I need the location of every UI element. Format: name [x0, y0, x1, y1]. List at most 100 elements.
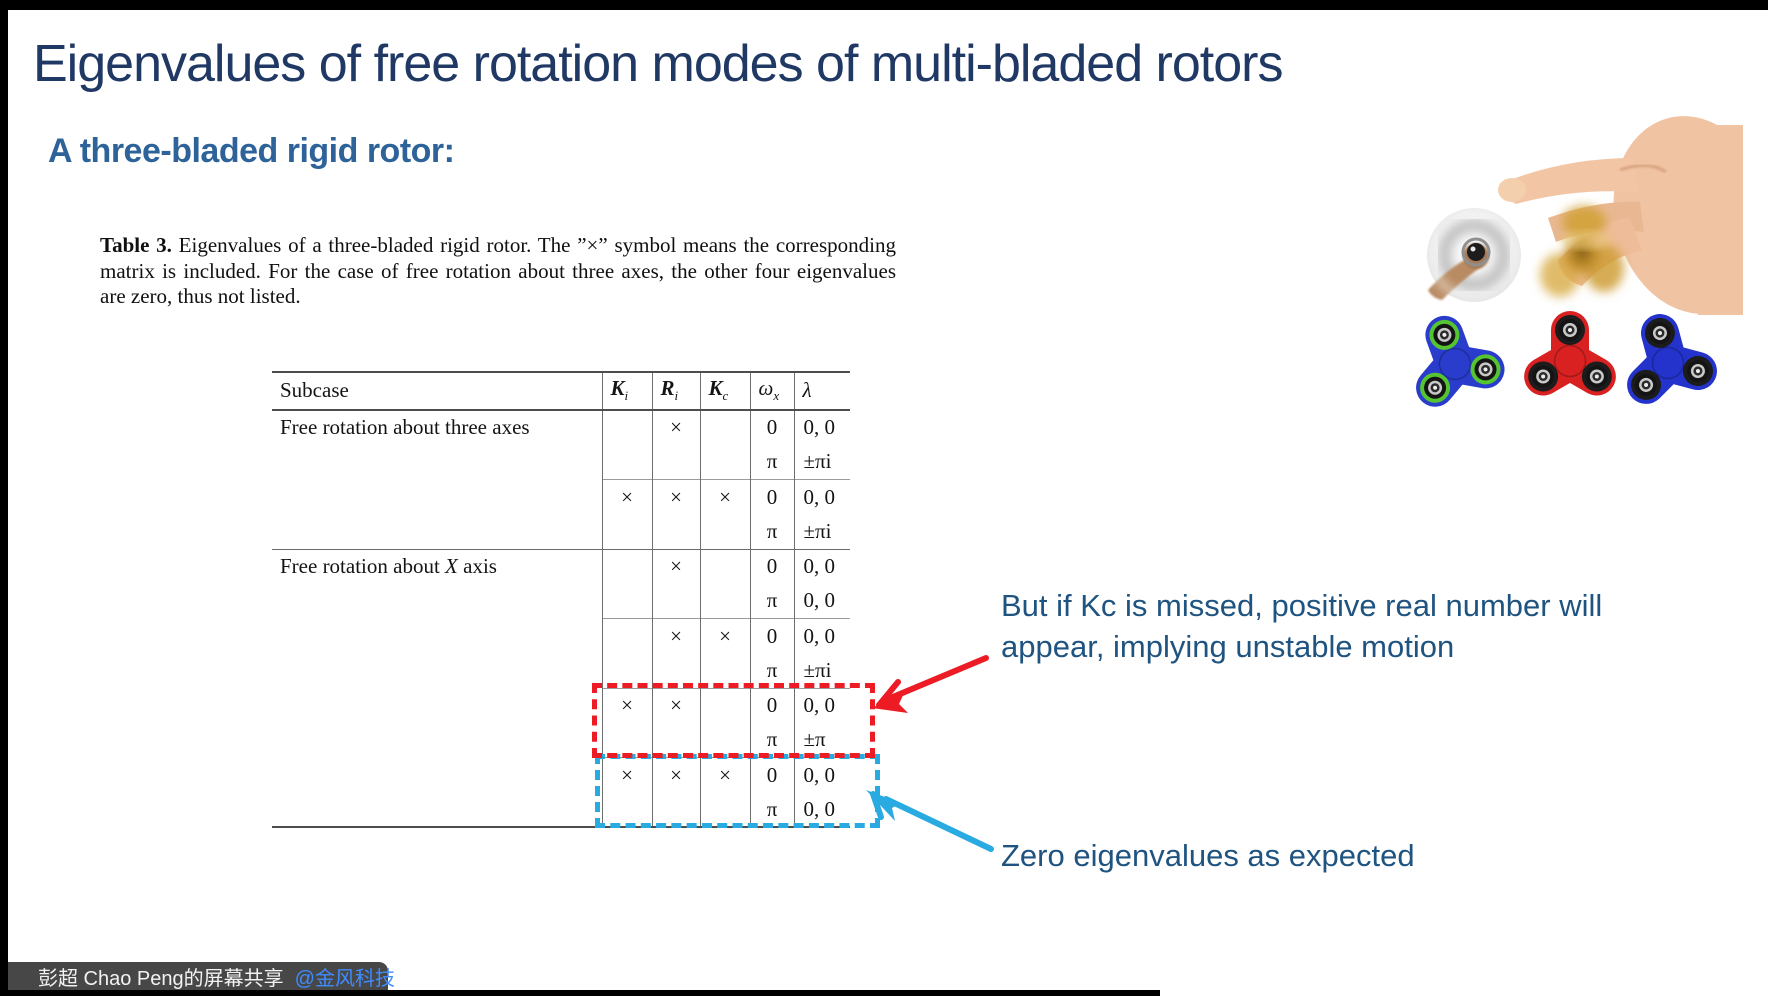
table-cell: [699, 548, 750, 584]
table-cell: ×: [651, 410, 700, 445]
slide-title: Eigenvalues of free rotation modes of mu…: [33, 35, 1283, 93]
table-cell: π: [749, 514, 794, 549]
table-cell: ±π: [793, 722, 850, 758]
screen-share-bar[interactable]: 彭超 Chao Peng的屏幕共享 @金风科技: [0, 962, 395, 990]
table-cell: [699, 514, 750, 549]
share-bar-mention[interactable]: @金风科技: [294, 967, 395, 990]
table-cell: Free rotation about three axes: [280, 415, 530, 440]
table-cell: [651, 514, 700, 549]
table-cell: [272, 653, 602, 688]
table-cell: ×: [601, 479, 652, 515]
table-cell: 0: [749, 548, 794, 584]
window-top-border: [0, 0, 1768, 10]
hand-spinner-photo: [1427, 116, 1743, 315]
table-cell: Free rotation about X axis: [272, 548, 602, 584]
table-cell: π: [749, 444, 794, 480]
red-dashed-highlight-box: [592, 683, 875, 758]
table-cell: [699, 792, 750, 827]
gold-spinner-blur: [1540, 206, 1624, 297]
fidget-spinner: [1524, 311, 1616, 396]
table-cell: ×: [651, 618, 700, 654]
table-header-cell: Ki: [601, 372, 652, 411]
blue-dashed-highlight-box: [595, 754, 880, 828]
table-cell: 0: [749, 410, 794, 445]
table-row: π±πi: [272, 444, 850, 480]
table-header-cell: Ri: [651, 372, 700, 411]
table-cell: [699, 653, 750, 688]
table-cell: [651, 653, 700, 688]
table-cell: [601, 722, 652, 758]
table-cell: [601, 653, 652, 688]
table-cell: [699, 687, 750, 723]
table-cell: 0, 0: [793, 792, 850, 827]
table-cell: π: [749, 583, 794, 619]
table-cell: [601, 410, 652, 445]
table-cell: ±πi: [793, 514, 850, 549]
table-cell: [601, 618, 652, 654]
table-caption: Table 3. Eigenvalues of a three-bladed r…: [100, 233, 896, 310]
table-cell: [651, 722, 700, 758]
table-cell: [272, 619, 602, 654]
table-cell: 0: [749, 757, 794, 793]
table-caption-text: Eigenvalues of a three-bladed rigid roto…: [100, 233, 896, 308]
share-bar-text: 彭超 Chao Peng的屏幕共享: [38, 967, 284, 990]
table-cell: ×: [699, 479, 750, 515]
table-row: π±πi: [272, 514, 850, 549]
fidget-spinner: [1627, 314, 1717, 404]
table-cell: [651, 583, 700, 619]
table-cell: π: [749, 722, 794, 758]
table-cell: [272, 723, 602, 758]
red-arrow: [872, 655, 989, 713]
table-cell: [699, 583, 750, 619]
table-cell: 0, 0: [793, 410, 850, 445]
table-cell: 0: [749, 479, 794, 515]
table-cell: ×: [699, 757, 750, 793]
table-header-cell: ωx: [749, 372, 794, 411]
table-cell: 0: [749, 618, 794, 654]
table-row: π±πi: [272, 653, 850, 688]
unstable-motion-note-line2: appear, implying unstable motion: [1001, 629, 1455, 664]
slide-subtitle: A three-bladed rigid rotor:: [48, 132, 455, 170]
table-cell: ×: [651, 548, 700, 584]
table-cell: 0: [749, 687, 794, 723]
table-cell: [272, 688, 602, 723]
table-caption-label: Table 3.: [100, 233, 172, 257]
table-cell: ±πi: [793, 444, 850, 480]
table-cell: 0, 0: [793, 687, 850, 723]
table-cell: ×: [651, 687, 700, 723]
table-row: π±π: [272, 722, 850, 758]
table-header-cell: Kc: [699, 372, 750, 411]
table-cell: [601, 548, 652, 584]
table-cell: ×: [651, 479, 700, 515]
table-header-cell: λ: [793, 372, 850, 411]
table-cell: ×: [699, 618, 750, 654]
table-cell: [601, 792, 652, 827]
table-cell: π: [749, 792, 794, 827]
table-cell: [699, 444, 750, 480]
table-cell: [601, 444, 652, 480]
table-cell: ±πi: [793, 653, 850, 688]
unstable-motion-note: But if Kc is missed, positive real numbe…: [1001, 585, 1602, 667]
unstable-motion-note-line1: But if Kc is missed, positive real numbe…: [1001, 588, 1603, 623]
table-cell: ×: [601, 687, 652, 723]
table-cell: 0, 0: [793, 583, 850, 619]
window-left-border: [0, 0, 8, 996]
blue-arrow: [866, 790, 994, 852]
inset-photo: [1427, 208, 1521, 302]
table-cell: [699, 410, 750, 445]
table-cell: [272, 792, 602, 827]
table-cell: π: [749, 653, 794, 688]
window-bottom-border: [0, 990, 1160, 996]
table-cell: [272, 514, 602, 549]
table-cell: [601, 514, 652, 549]
table-cell: 0, 0: [793, 618, 850, 654]
hand-image: [1498, 116, 1743, 315]
